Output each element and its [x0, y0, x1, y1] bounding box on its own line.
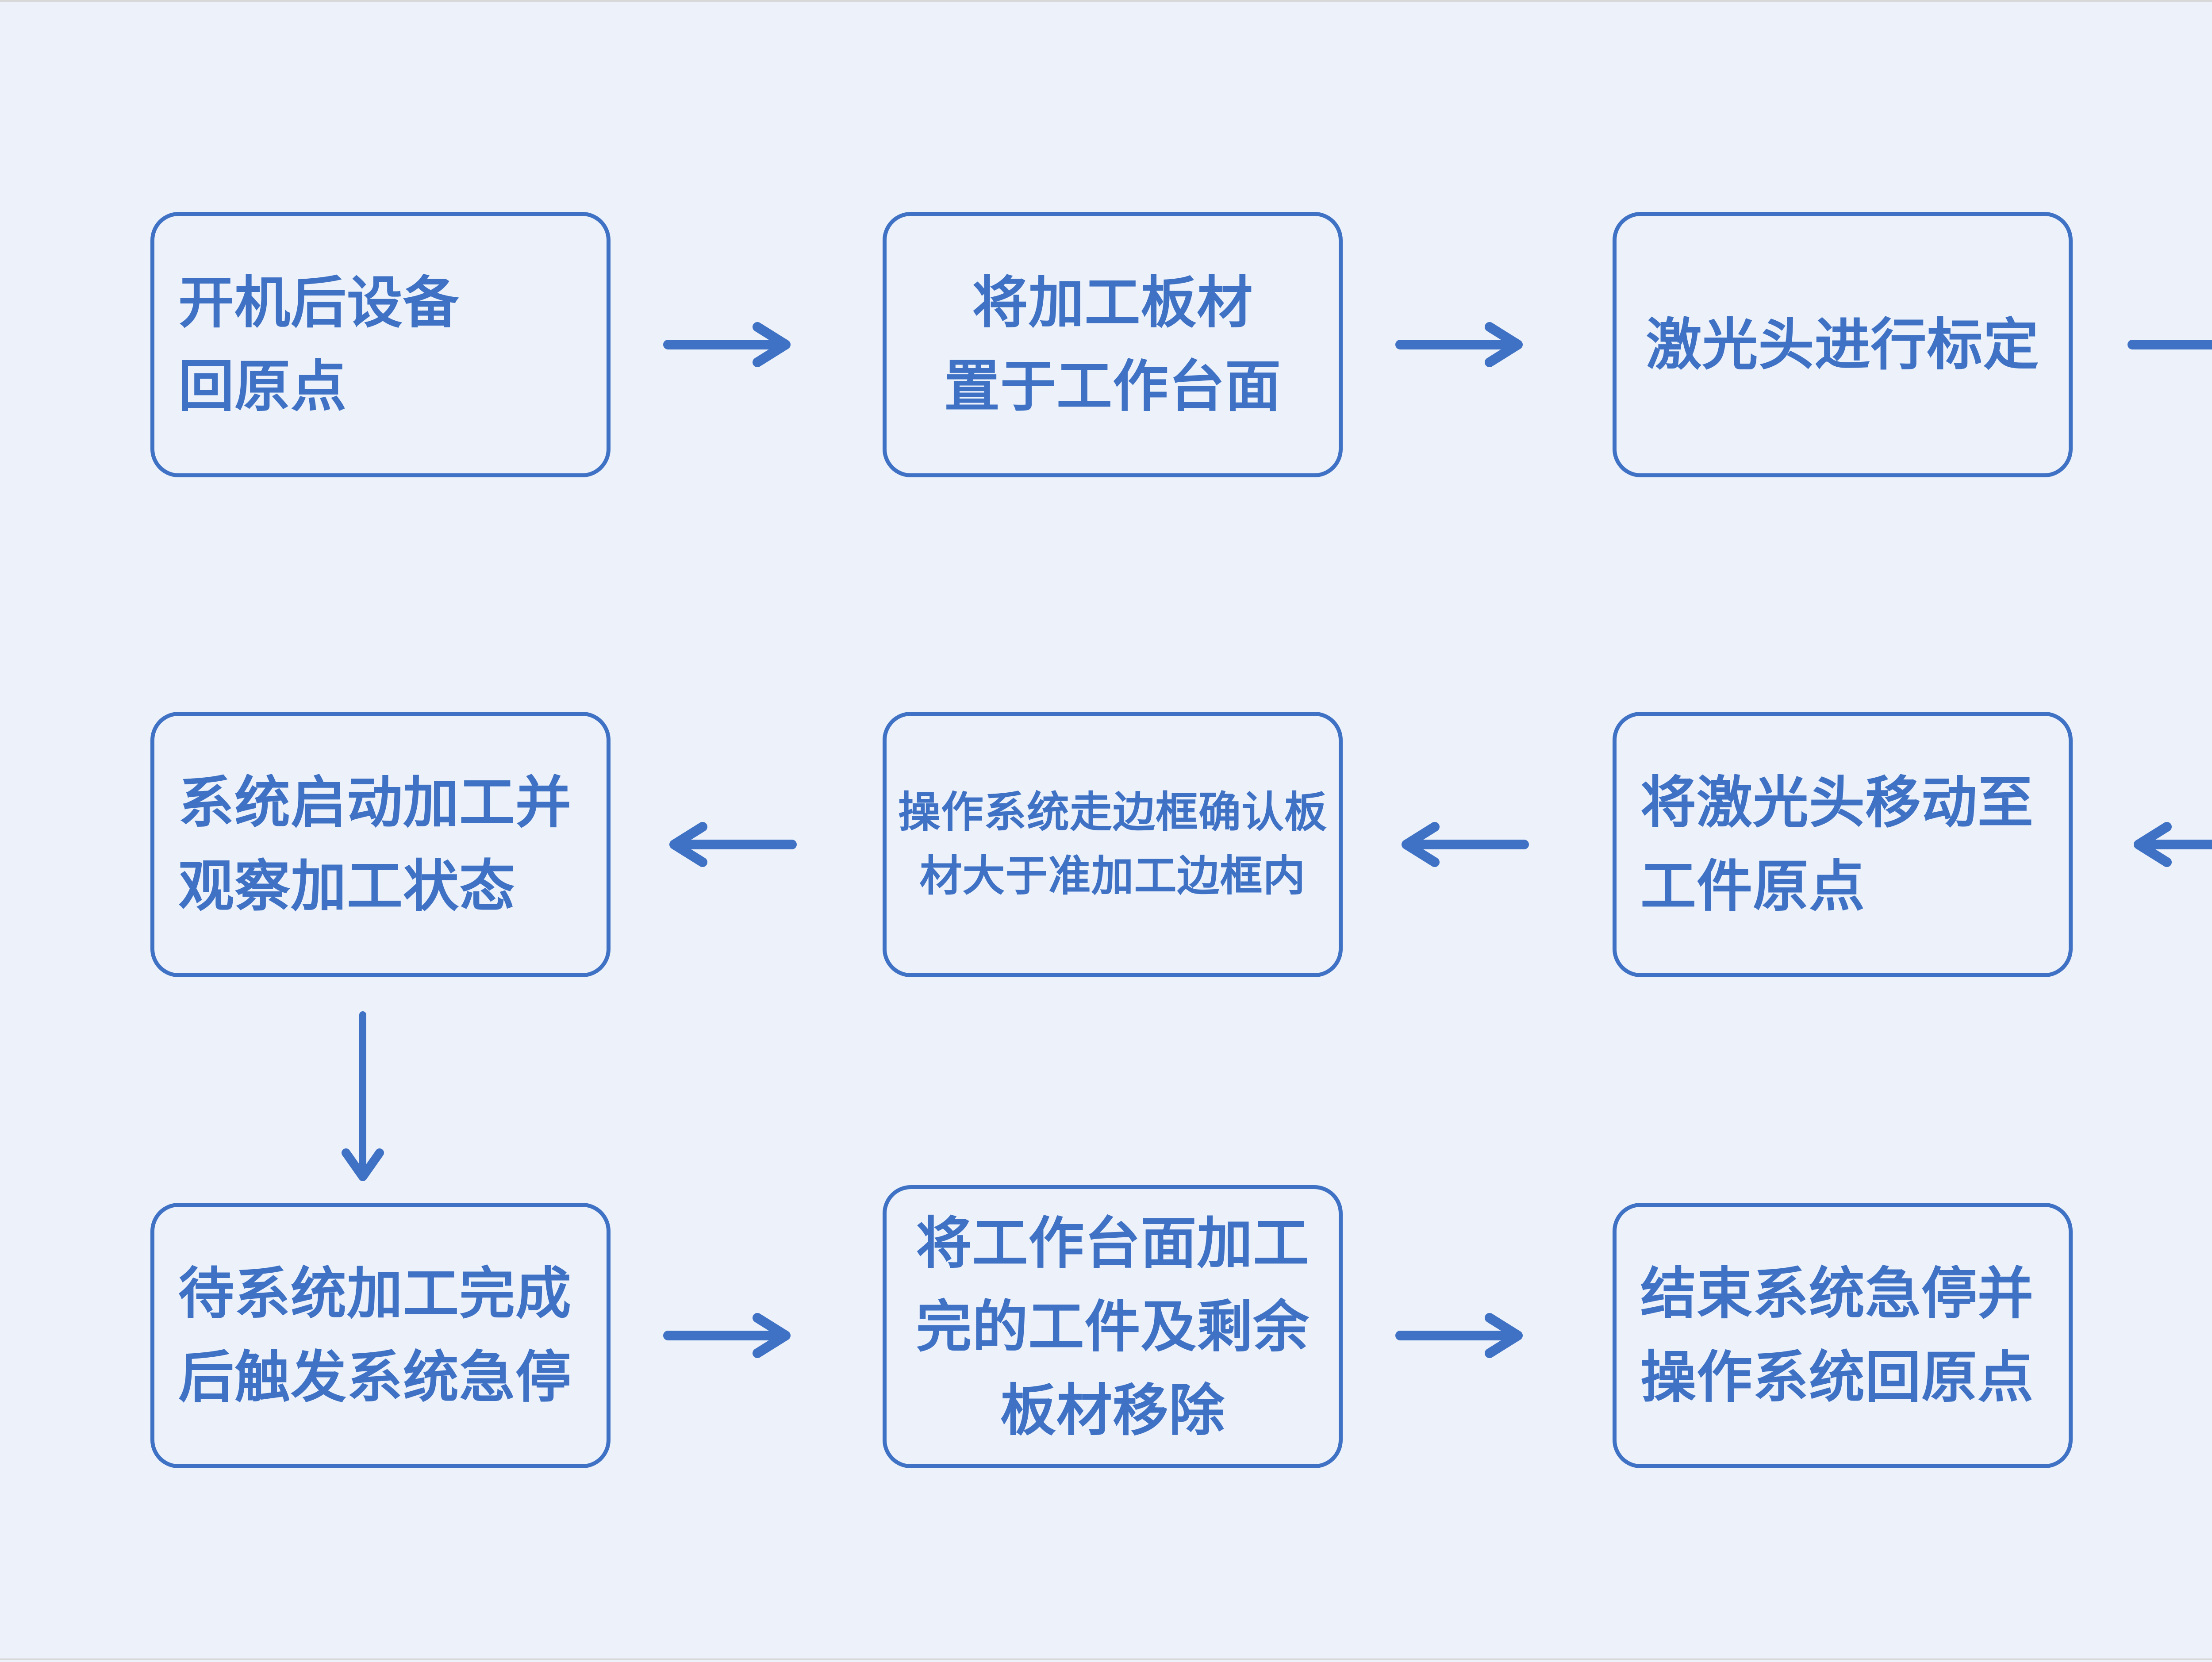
connector-arrow-right-1 [663, 318, 796, 371]
node-9-label: 待系统加工完成 后触发系统急停 [178, 1263, 572, 1409]
connector-arrow-left-1 [2128, 818, 2212, 871]
connector-arrow-right-5 [1395, 1309, 1528, 1362]
connector-arrow-left-2 [1396, 818, 1529, 871]
node-11-label: 结束系统急停并 操作系统回原点 [1640, 1263, 2034, 1409]
process-node-1[interactable]: 开机后设备 回原点 [150, 212, 611, 477]
connector-arrow-right-2 [1395, 318, 1528, 371]
connector-arrow-left-3 [664, 818, 797, 871]
node-7-label: 操作系统走边框确认板 材大于准加工边框内 [898, 789, 1327, 900]
node-10-label: 将工作台面加工 完的工件及剩余 板材移除 [916, 1212, 1310, 1442]
connector-arrow-down-2 [336, 1010, 389, 1187]
process-node-11[interactable]: 结束系统急停并 操作系统回原点 [1613, 1203, 2073, 1468]
connector-arrow-right-4 [663, 1309, 796, 1362]
node-3-label: 激光头进行标定 [1646, 313, 2039, 376]
process-node-2[interactable]: 将加工板材 置于工作台面 [883, 212, 1343, 477]
process-node-10[interactable]: 将工作台面加工 完的工件及剩余 板材移除 [883, 1185, 1343, 1468]
process-node-9[interactable]: 待系统加工完成 后触发系统急停 [150, 1203, 611, 1468]
node-6-label: 将激光头移动至 工件原点 [1640, 772, 2034, 917]
process-node-8[interactable]: 系统启动加工并 观察加工状态 [150, 712, 611, 977]
process-node-3[interactable]: 激光头进行标定 [1613, 212, 2073, 477]
node-2-label: 将加工板材 置于工作台面 [944, 272, 1281, 418]
connector-arrow-right-3 [2128, 318, 2212, 371]
node-8-label: 系统启动加工并 观察加工状态 [178, 772, 572, 917]
node-1-label: 开机后设备 回原点 [178, 272, 459, 418]
process-node-6[interactable]: 将激光头移动至 工件原点 [1613, 712, 2073, 977]
process-node-7[interactable]: 操作系统走边框确认板 材大于准加工边框内 [883, 712, 1343, 977]
